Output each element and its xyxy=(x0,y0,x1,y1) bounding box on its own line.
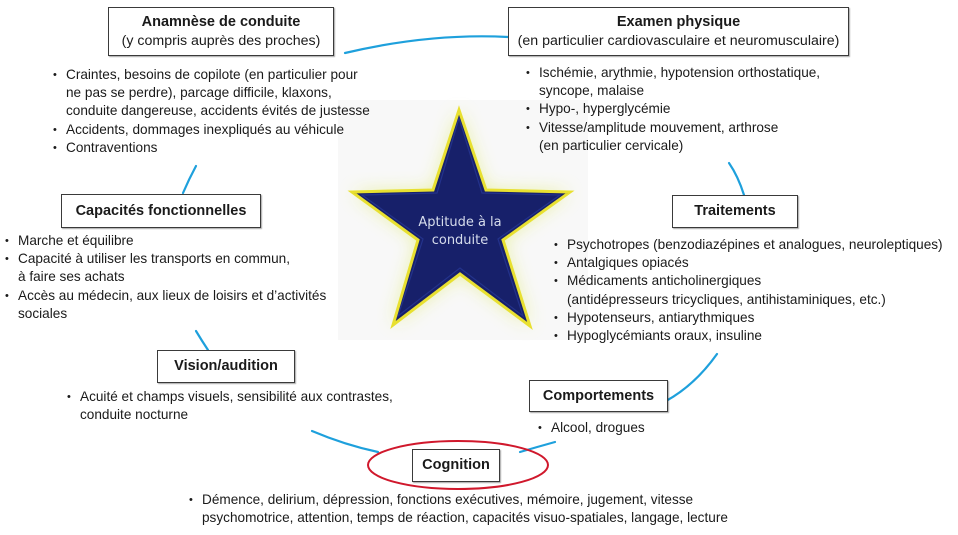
node-vision-list: Acuité et champs visuels, sensibilité au… xyxy=(62,388,393,424)
list-item-continuation: ne pas se perdre), parcage difficile, kl… xyxy=(66,85,332,101)
list-item: Démence, delirium, dépression, fonctions… xyxy=(184,491,728,509)
node-examen-list: Ischémie, arythmie, hypotension orthosta… xyxy=(521,64,820,155)
node-capacites-list: Marche et équilibre Capacité à utiliser … xyxy=(0,232,326,323)
list-item: Marche et équilibre xyxy=(0,232,326,250)
node-cognition-list: Démence, delirium, dépression, fonctions… xyxy=(184,491,728,527)
list-item: Accidents, dommages inexpliqués au véhic… xyxy=(48,121,370,139)
node-title: Cognition xyxy=(422,457,490,473)
list-item: Craintes, besoins de copilote (en partic… xyxy=(48,66,370,84)
node-cognition-box: Cognition xyxy=(412,449,500,482)
connector-comportements-cognition xyxy=(518,440,557,454)
list-item-continuation: à faire ses achats xyxy=(18,269,125,285)
center-label-line2: conduite xyxy=(431,233,489,248)
node-title: Capacités fonctionnelles xyxy=(75,202,247,219)
list-item: Alcool, drogues xyxy=(533,419,645,437)
list-item: Psychotropes (benzodiazépines et analogu… xyxy=(549,236,943,254)
list-item-continuation: syncope, malaise xyxy=(539,83,645,99)
list-item: Contraventions xyxy=(48,139,370,157)
node-title: Comportements xyxy=(542,387,655,404)
list-item-continuation: (en particulier cervicale) xyxy=(539,137,684,153)
node-comportements-list: Alcool, drogues xyxy=(533,419,645,437)
list-item: Acuité et champs visuels, sensibilité au… xyxy=(62,388,393,406)
list-item-continuation: psychomotrice, attention, temps de réact… xyxy=(202,510,728,526)
connector-anamnese-examen xyxy=(343,35,510,55)
list-item: Vitesse/amplitude mouvement, arthrose xyxy=(521,119,820,137)
node-title: Traitements xyxy=(694,203,776,219)
connector-traitements-comportements xyxy=(664,352,719,403)
highlight-ellipse xyxy=(367,440,549,490)
node-comportements-box: Comportements xyxy=(529,380,668,412)
center-label-line1: Aptitude à la xyxy=(418,215,502,230)
cycle-connector xyxy=(181,35,746,454)
connector-cognition-vision xyxy=(310,429,380,454)
list-item-continuation: conduite dangereuse, accidents évités de… xyxy=(66,103,370,119)
node-subtitle: (en particulier cardiovasculaire et neur… xyxy=(517,33,840,49)
center-label: Aptitude à la conduite xyxy=(395,214,525,250)
connector-vision-capacites xyxy=(194,329,210,352)
node-title: Examen physique xyxy=(616,14,741,30)
node-traitements-box: Traitements xyxy=(672,195,798,228)
list-item-continuation: (antidépresseurs tricycliques, antihista… xyxy=(567,291,886,307)
list-item: Médicaments anticholinergiques xyxy=(549,272,943,290)
list-item: Ischémie, arythmie, hypotension orthosta… xyxy=(521,64,820,82)
node-title: Vision/audition xyxy=(174,358,278,374)
star-icon xyxy=(338,100,588,340)
list-item-continuation: sociales xyxy=(18,305,68,321)
node-traitements-list: Psychotropes (benzodiazépines et analogu… xyxy=(549,236,943,345)
node-examen-box: Examen physique (en particulier cardiova… xyxy=(508,7,849,56)
list-item: Hypo-, hyperglycémie xyxy=(521,100,820,118)
list-item: Capacité à utiliser les transports en co… xyxy=(0,250,326,268)
list-item: Antalgiques opiacés xyxy=(549,254,943,272)
node-capacites-box: Capacités fonctionnelles xyxy=(61,194,261,228)
connector-capacites-anamnese xyxy=(181,164,198,195)
connector-examen-traitements xyxy=(727,161,746,197)
node-anamnese-list: Craintes, besoins de copilote (en partic… xyxy=(48,66,370,157)
list-item: Accès au médecin, aux lieux de loisirs e… xyxy=(0,287,326,305)
node-anamnese-box: Anamnèse de conduite (y compris auprès d… xyxy=(108,7,334,56)
node-subtitle: (y compris auprès des proches) xyxy=(121,33,321,49)
list-item: Hypotenseurs, antiarythmiques xyxy=(549,309,943,327)
list-item-continuation: conduite nocturne xyxy=(80,407,189,423)
node-vision-box: Vision/audition xyxy=(157,350,295,383)
list-item: Hypoglycémiants oraux, insuline xyxy=(549,327,943,345)
node-title: Anamnèse de conduite xyxy=(141,14,301,30)
